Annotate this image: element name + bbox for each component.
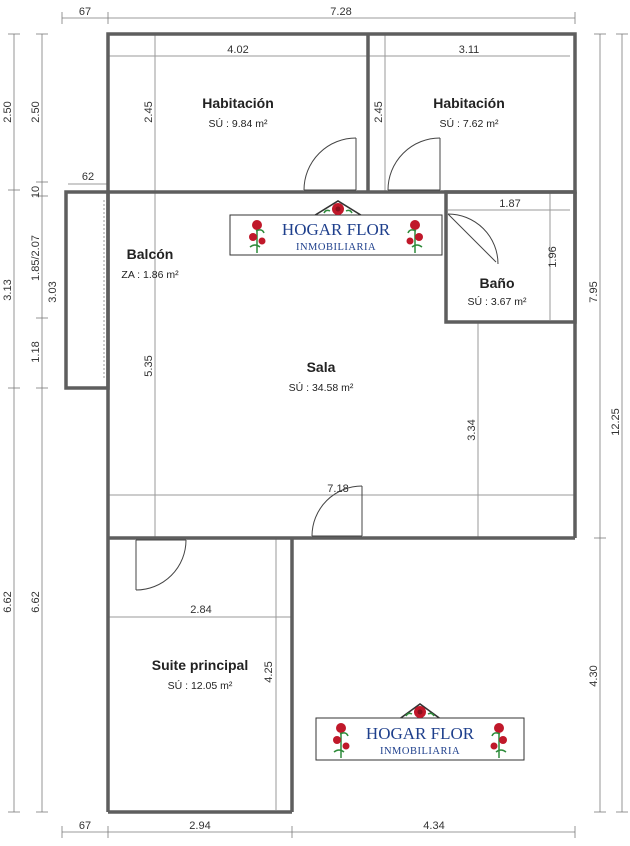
room-area-habitacion-2: SÚ : 7.62 m²	[440, 117, 499, 130]
dim-sala-width: 7.18	[327, 483, 348, 495]
room-name-habitacion-2: Habitación	[433, 95, 505, 111]
door-bano	[447, 213, 499, 265]
room-area-balcon: ZA : 1.86 m²	[121, 269, 179, 281]
door-sala	[311, 485, 363, 537]
rose-right-icon	[406, 220, 423, 253]
dim-sala-height-right: 3.34	[466, 419, 478, 440]
room-area-suite: SÚ : 12.05 m²	[168, 679, 233, 692]
rose-left-icon	[249, 220, 266, 253]
dim-outer-left-2-50: 2.50	[2, 101, 14, 122]
dim-bano-height: 1.96	[547, 246, 559, 267]
dim-bottom-left: 67	[79, 820, 91, 832]
room-area-habitacion-1: SÚ : 9.84 m²	[209, 117, 268, 130]
dim-left-6-62: 6.62	[30, 591, 42, 612]
doors	[135, 137, 499, 591]
room-name-balcon: Balcón	[127, 246, 174, 262]
dimension-lines	[8, 12, 628, 838]
dimension-labels: 67 7.28 4.02 3.11 2.45 2.45 1.87 1.96 62…	[2, 6, 622, 832]
dim-bottom-right: 4.34	[423, 820, 444, 832]
dim-hab1-width: 4.02	[227, 44, 248, 56]
dim-right-4-30: 4.30	[588, 665, 600, 686]
dim-suite-height: 4.25	[263, 661, 275, 682]
room-name-habitacion-1: Habitación	[202, 95, 274, 111]
roof-icon	[311, 200, 365, 218]
dim-suite-width: 2.84	[190, 604, 211, 616]
dim-hab1-height: 2.45	[143, 101, 155, 122]
rose-icon	[405, 706, 435, 718]
dim-left-1-85: 1.85/2.07	[30, 235, 42, 281]
dim-hab2-width: 3.11	[459, 44, 480, 56]
dim-right-12-25: 12.25	[610, 408, 622, 436]
dim-balcon-outer: 62	[82, 171, 94, 183]
interior-dimension-lines	[68, 34, 575, 810]
room-name-bano: Baño	[480, 275, 515, 291]
logo-title: HOGAR FLOR	[366, 724, 475, 743]
dim-outer-left-3-13: 3.13	[2, 279, 14, 300]
logo-subtitle: INMOBILIARIA	[380, 746, 460, 757]
dim-left-1-18: 1.18	[30, 341, 42, 362]
room-area-sala: SÚ : 34.58 m²	[289, 381, 354, 394]
dim-left-10: 10	[30, 186, 42, 198]
dim-left-2-50: 2.50	[30, 101, 42, 122]
dim-right-7-95: 7.95	[588, 281, 600, 302]
rose-icon	[323, 203, 353, 215]
dim-top-left: 67	[79, 6, 91, 18]
logo-hogar-flor-2: HOGAR FLOR INMOBILIARIA	[315, 703, 525, 761]
dim-outer-left-6-62: 6.62	[2, 591, 14, 612]
logo-hogar-flor: HOGAR FLOR INMOBILIARIA	[229, 200, 443, 256]
dim-bano-width: 1.87	[499, 198, 520, 210]
room-name-sala: Sala	[307, 359, 336, 375]
dim-hab2-height: 2.45	[373, 101, 385, 122]
rose-right-icon	[490, 723, 507, 758]
room-name-suite: Suite principal	[152, 657, 248, 673]
dim-balcon-height: 3.03	[47, 281, 59, 302]
room-labels: Habitación SÚ : 9.84 m² Habitación SÚ : …	[121, 95, 527, 692]
walls	[64, 32, 577, 814]
logo-subtitle: INMOBILIARIA	[296, 242, 376, 253]
door-suite	[135, 539, 187, 591]
logo-title: HOGAR FLOR	[282, 220, 391, 239]
door-hab2	[387, 137, 441, 191]
rose-left-icon	[333, 723, 350, 758]
room-area-bano: SÚ : 3.67 m²	[468, 295, 527, 308]
door-hab1	[303, 137, 357, 191]
dim-sala-height-left: 5.35	[143, 355, 155, 376]
roof-icon	[397, 703, 443, 721]
dim-top-total: 7.28	[330, 6, 351, 18]
dim-bottom-suite: 2.94	[189, 820, 210, 832]
